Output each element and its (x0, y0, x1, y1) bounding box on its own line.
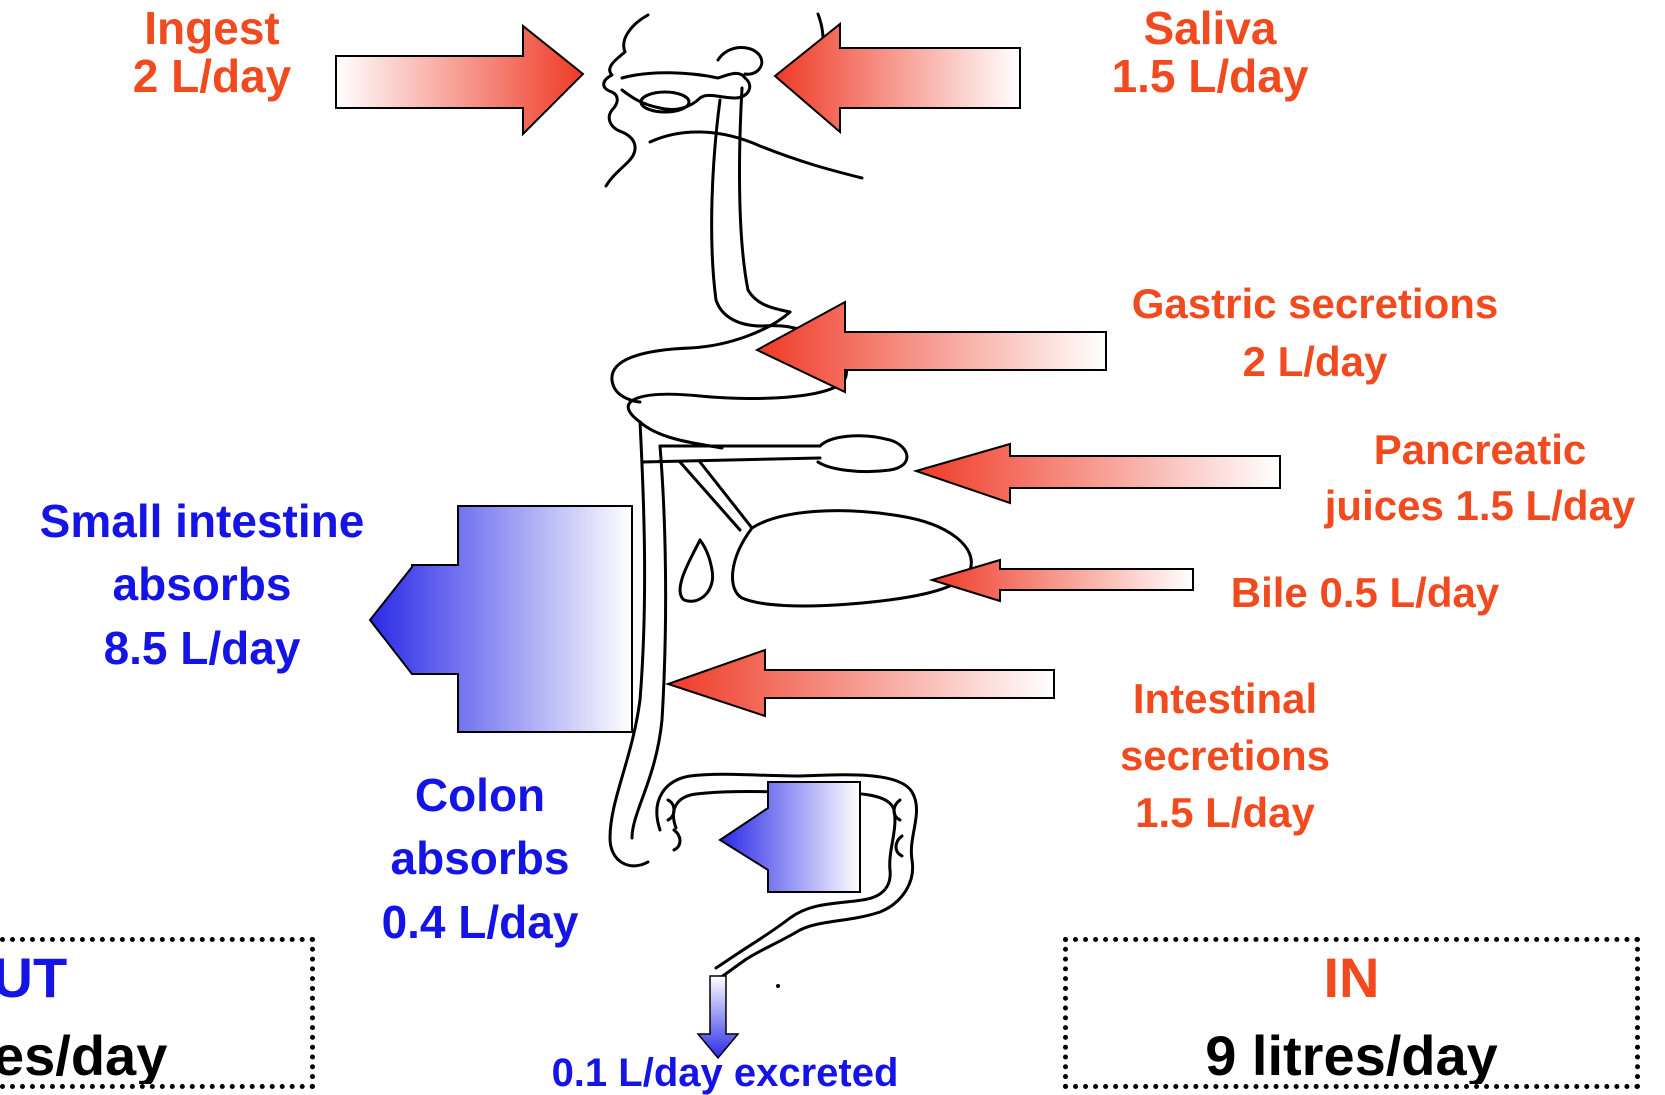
excreted-label: 0.1 L/day excreted (510, 1052, 940, 1094)
intestinal-label: Intestinal secretions 1.5 L/day (1080, 670, 1370, 841)
pancreatic-arrow (916, 444, 1280, 503)
out-summary-box: OUT es/day (0, 937, 315, 1089)
intestinal-arrow (668, 650, 1054, 716)
ingest-arrow (336, 26, 583, 134)
small-intestine-sub: absorbs (10, 553, 394, 616)
ingest-label: Ingest 2 L/day (112, 4, 312, 101)
small-intestine-value: 8.5 L/day (10, 617, 394, 680)
small-intestine-label: Small intestine absorbs 8.5 L/day (10, 490, 394, 680)
colon-sub: absorbs (355, 827, 605, 890)
pancreatic-title: Pancreatic (1300, 428, 1660, 472)
ingest-title: Ingest (112, 4, 312, 52)
out-value: es/day (0, 1028, 167, 1084)
gastric-label: Gastric secretions 2 L/day (1085, 282, 1545, 384)
colon-label: Colon absorbs 0.4 L/day (355, 764, 605, 954)
small-intestine-absorb-arrow (370, 506, 632, 732)
pancreatic-value: juices 1.5 L/day (1300, 484, 1660, 528)
colon-title: Colon (355, 764, 605, 827)
excreted-arrow (698, 976, 738, 1058)
gastric-title: Gastric secretions (1085, 282, 1545, 326)
in-value: 9 litres/day (1068, 1028, 1635, 1084)
small-intestine-title: Small intestine (10, 490, 394, 553)
out-title: OUT (0, 950, 67, 1006)
colon-value: 0.4 L/day (355, 891, 605, 954)
in-summary-box: IN 9 litres/day (1063, 937, 1640, 1089)
saliva-value: 1.5 L/day (1090, 52, 1330, 100)
colon-absorb-arrow (720, 782, 860, 892)
bile-label: Bile 0.5 L/day (1210, 571, 1520, 615)
saliva-arrow (775, 24, 1020, 132)
in-title: IN (1068, 950, 1635, 1006)
rectum (716, 952, 745, 978)
gastric-arrow (757, 302, 1106, 392)
gastric-value: 2 L/day (1085, 340, 1545, 384)
saliva-label: Saliva 1.5 L/day (1090, 4, 1330, 101)
bile-duct (680, 462, 752, 530)
intestinal-value: 1.5 L/day (1080, 784, 1370, 841)
jaw-line (650, 132, 862, 178)
pancreatic-label: Pancreatic juices 1.5 L/day (1300, 428, 1660, 528)
ingest-value: 2 L/day (112, 52, 312, 100)
liver (733, 511, 972, 606)
gallbladder (680, 540, 713, 601)
saliva-title: Saliva (1090, 4, 1330, 52)
intestinal-sub: secretions (1080, 727, 1370, 784)
intestinal-title: Intestinal (1080, 670, 1370, 727)
pancreas (818, 436, 907, 472)
